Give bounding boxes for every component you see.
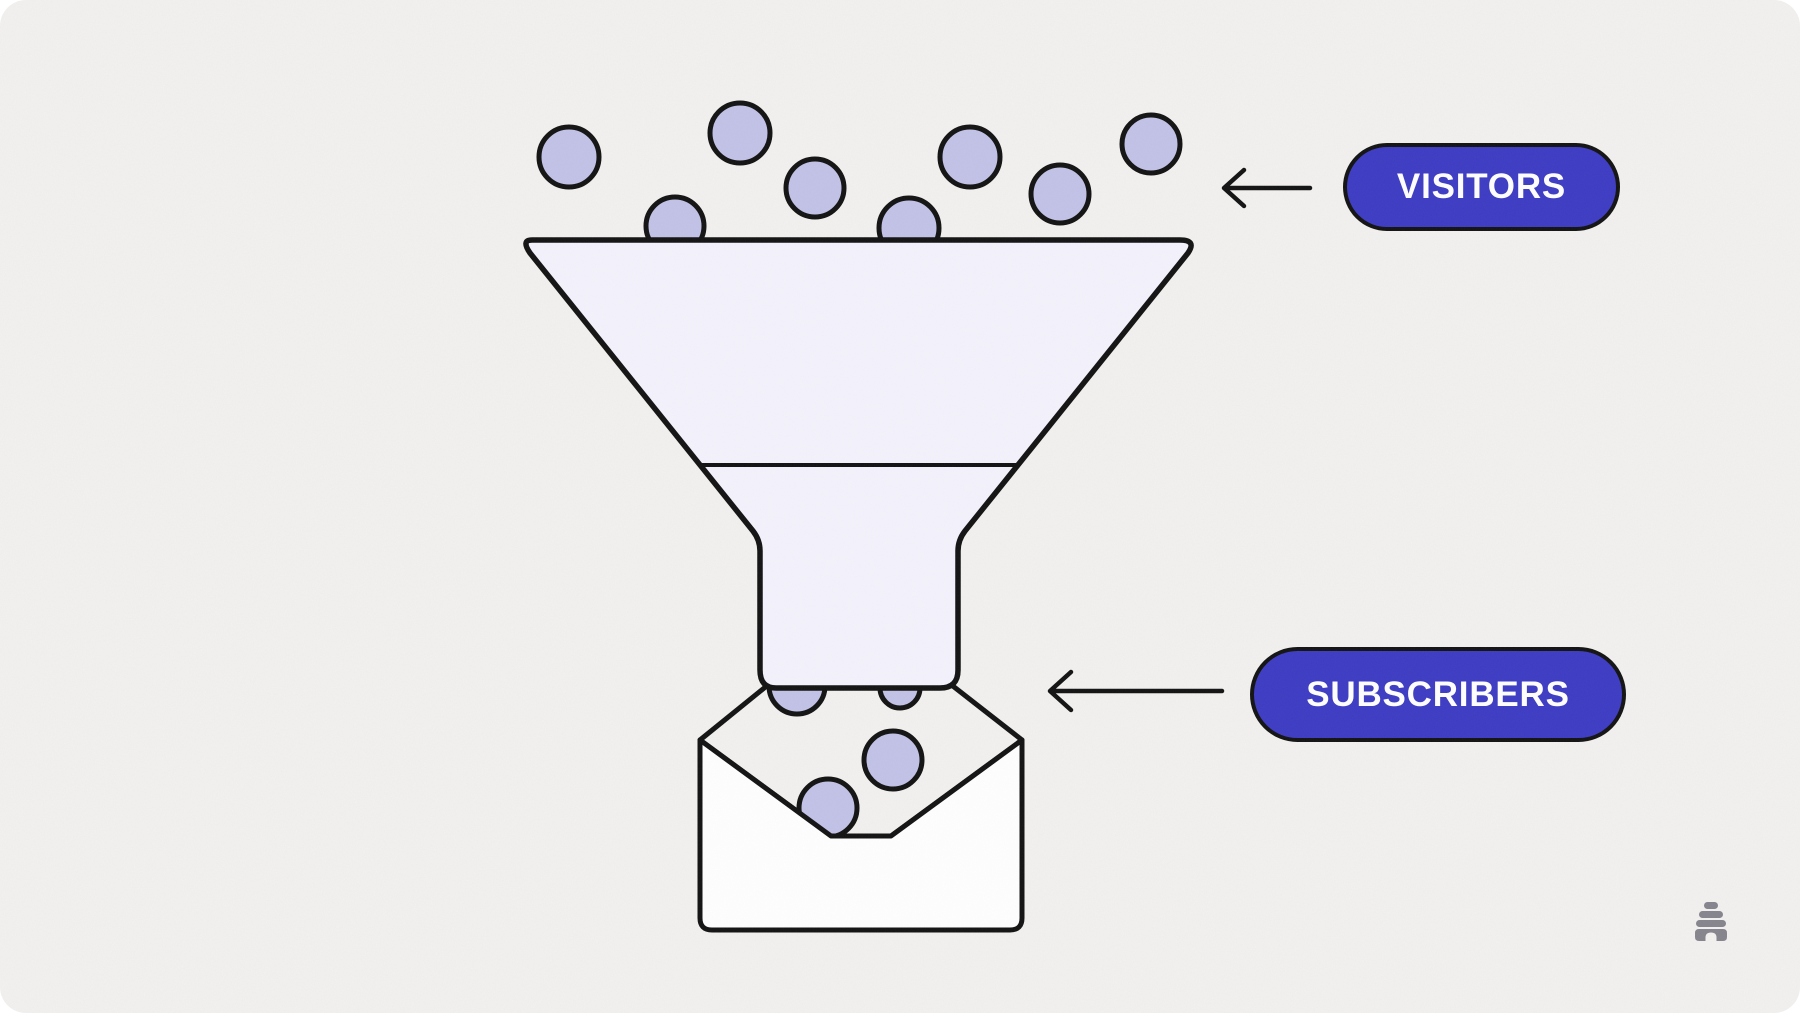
visitor-ball	[707, 100, 773, 166]
subscribers-arrow	[1047, 669, 1225, 713]
visitor-ball	[1028, 162, 1092, 226]
visitor-ball	[1119, 112, 1183, 176]
visitor-ball	[536, 124, 602, 190]
subscriber-ball	[861, 728, 925, 792]
visitors-label: VISITORS	[1343, 143, 1620, 231]
visitor-ball	[783, 156, 847, 220]
beehive-logo-icon	[1695, 902, 1727, 941]
visitor-balls	[536, 100, 1183, 261]
subscribers-label: SUBSCRIBERS	[1250, 647, 1626, 742]
visitor-ball	[937, 124, 1003, 190]
subscribers-label-text: SUBSCRIBERS	[1306, 674, 1570, 714]
visitors-arrow	[1221, 167, 1313, 209]
visitors-label-text: VISITORS	[1396, 167, 1567, 206]
